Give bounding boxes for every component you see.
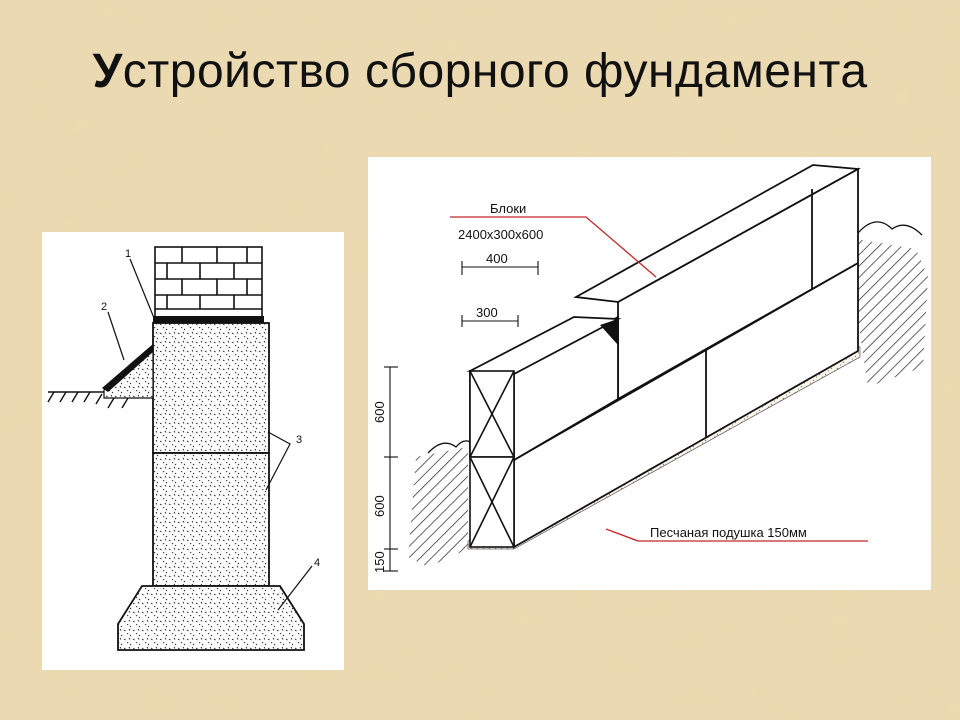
wall-block-upper	[152, 322, 270, 454]
dim-600-top-label: 600	[372, 401, 387, 423]
page-title: Устройство сборного фундамента	[92, 45, 868, 98]
dim-150-label: 150	[372, 551, 387, 573]
foundation-cross-section: 1 2 3 4	[42, 232, 344, 670]
footing-slab	[117, 585, 305, 651]
label-4: 4	[314, 557, 320, 569]
blocks-size-label: 2400x300x600	[458, 227, 543, 242]
label-1: 1	[125, 248, 131, 260]
end-block	[469, 370, 515, 548]
blocks-label: Блоки	[490, 201, 526, 216]
dim-300-label: 300	[476, 305, 498, 320]
mortar-joint	[600, 319, 618, 345]
blind-area	[47, 344, 154, 409]
dim-400-label: 400	[486, 251, 508, 266]
label-3: 3	[296, 434, 302, 446]
brick-wall	[154, 246, 263, 318]
label-2: 2	[101, 301, 107, 313]
waterproofing-layer	[153, 316, 264, 323]
wall-block-lower	[152, 452, 270, 587]
soil-left	[408, 447, 468, 567]
dim-600-bottom-label: 600	[372, 495, 387, 517]
upper-blocks	[466, 164, 862, 462]
isometric-block-foundation: Блоки 2400x300x600 400 300 600 600 150 П…	[368, 157, 931, 590]
soil-right	[856, 239, 928, 387]
sand-cushion-label: Песчаная подушка 150мм	[650, 525, 807, 540]
